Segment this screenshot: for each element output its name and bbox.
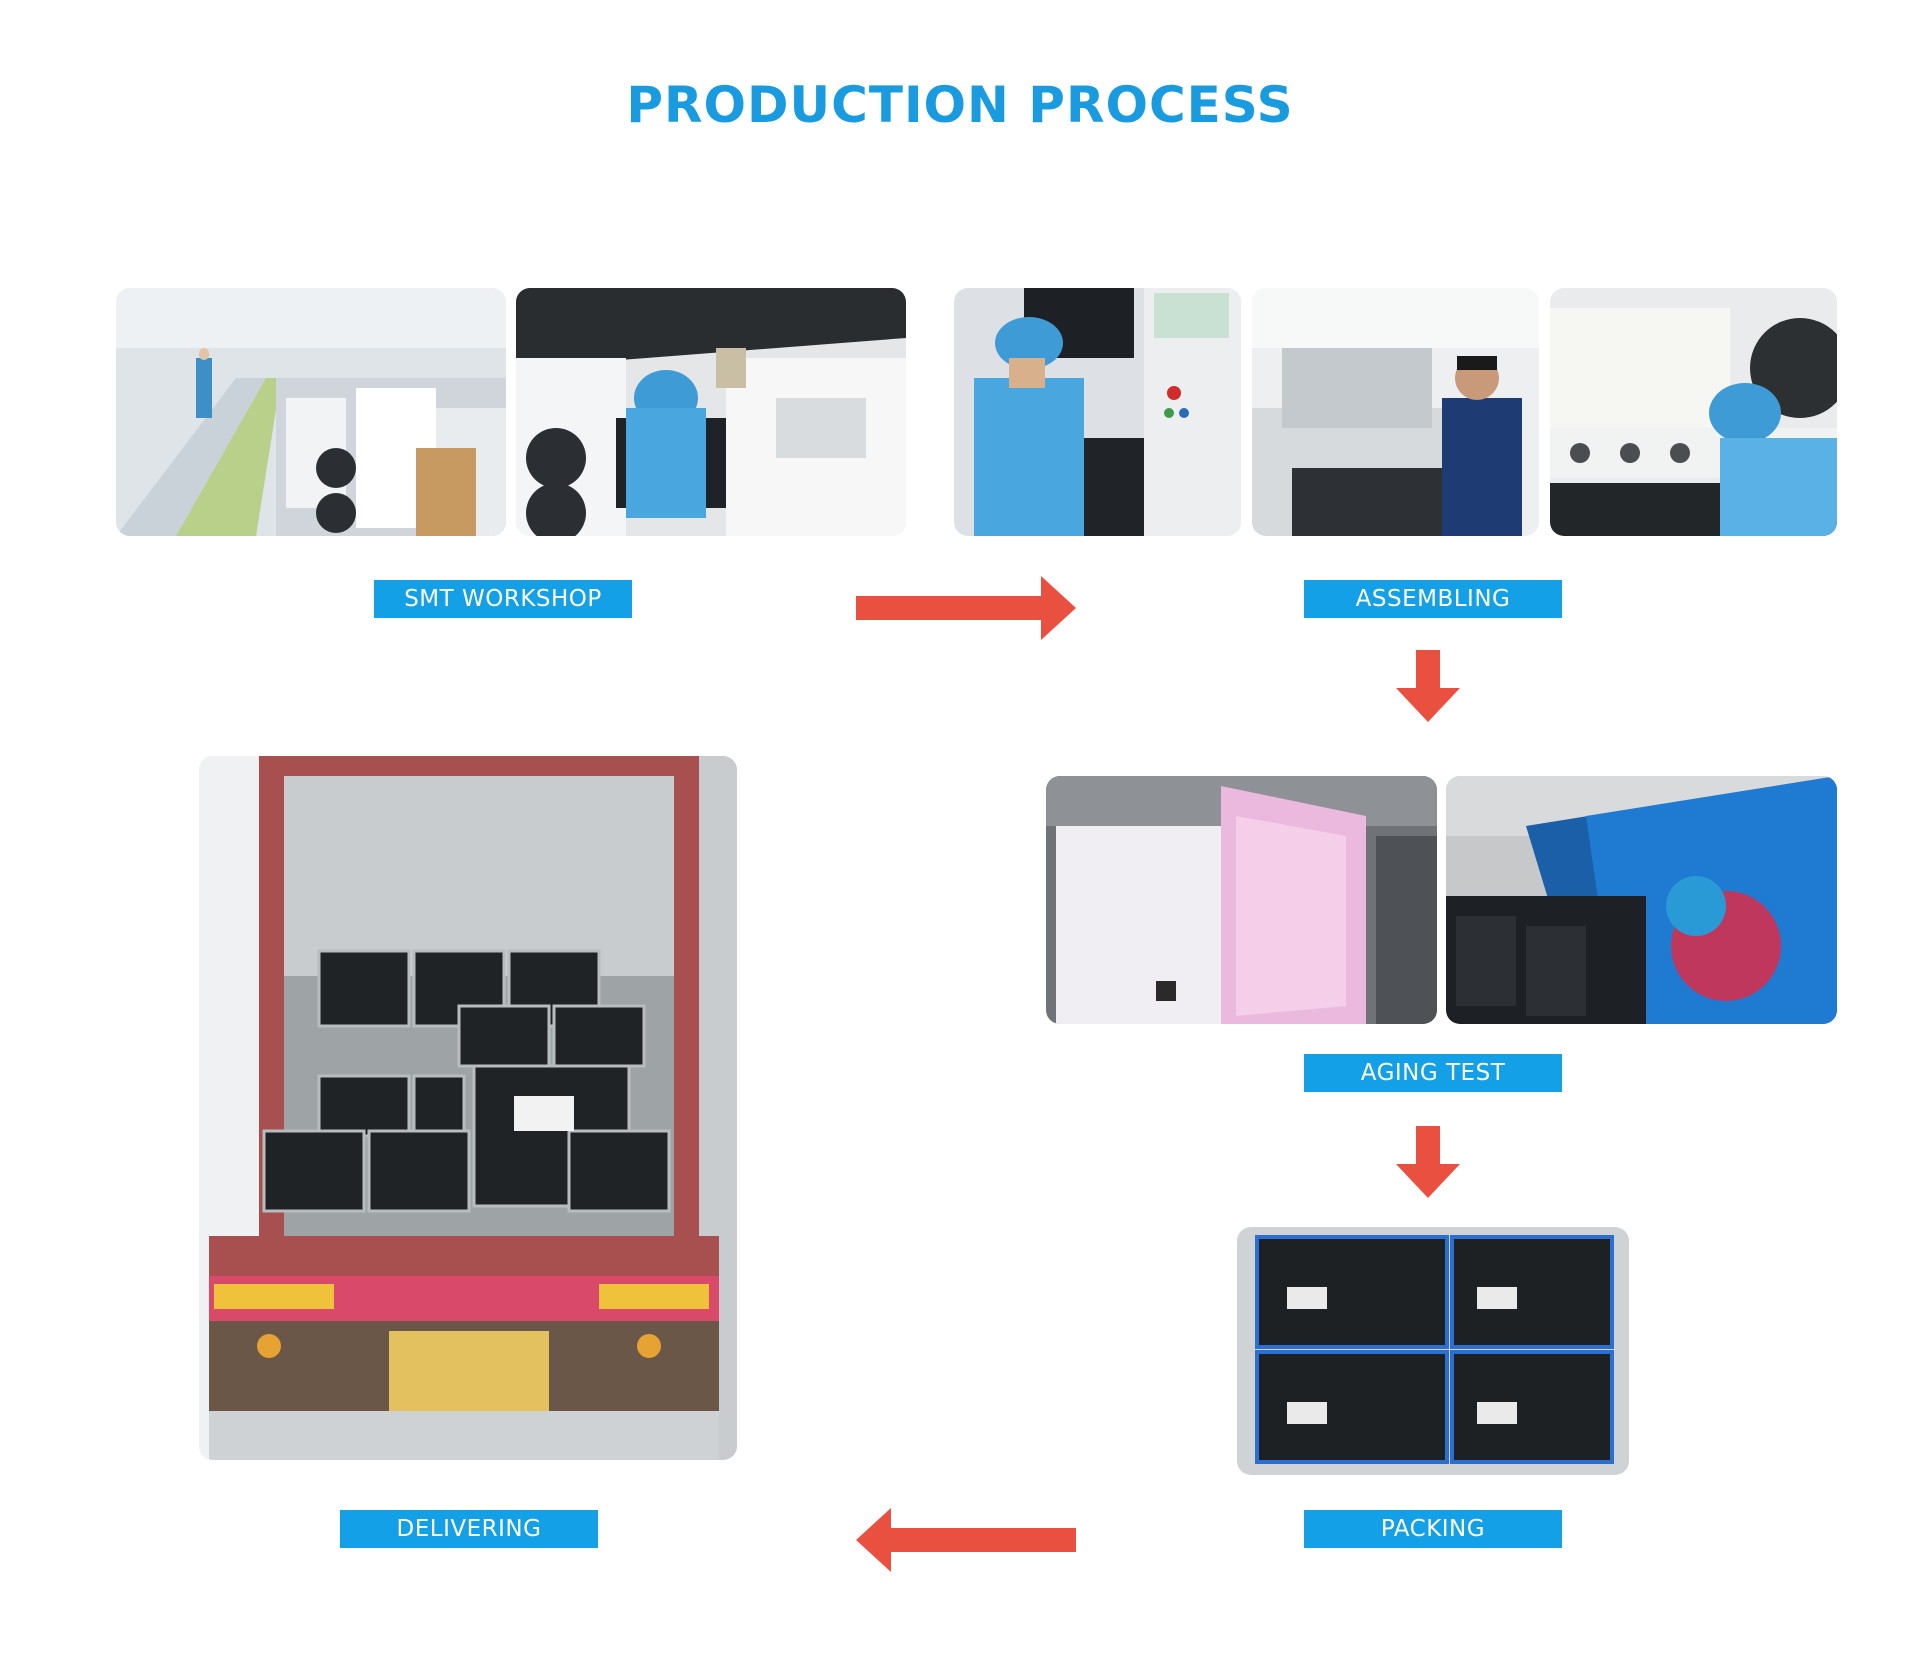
- step-label-assembling: ASSEMBLING: [1304, 580, 1562, 618]
- page-title: PRODUCTION PROCESS: [626, 76, 1294, 134]
- arrow-down-icon: [1396, 1126, 1460, 1198]
- arrow-left-icon: [856, 1508, 1076, 1572]
- aging-test-photo-2: [1446, 776, 1837, 1024]
- smt-workshop-photo-2: [516, 288, 906, 536]
- delivering-photo: [199, 756, 737, 1460]
- packing-photo: [1237, 1227, 1629, 1475]
- assembling-photo-1: [954, 288, 1241, 536]
- smt-workshop-photo-1: [116, 288, 506, 536]
- assembling-photo-3: [1550, 288, 1837, 536]
- arrow-right-icon: [856, 576, 1076, 640]
- aging-test-photo-1: [1046, 776, 1437, 1024]
- step-label-aging-test: AGING TEST: [1304, 1054, 1562, 1092]
- step-label-delivering: DELIVERING: [340, 1510, 598, 1548]
- assembling-photo-2: [1252, 288, 1539, 536]
- step-label-smt-workshop: SMT WORKSHOP: [374, 580, 632, 618]
- arrow-down-icon: [1396, 650, 1460, 722]
- step-label-packing: PACKING: [1304, 1510, 1562, 1548]
